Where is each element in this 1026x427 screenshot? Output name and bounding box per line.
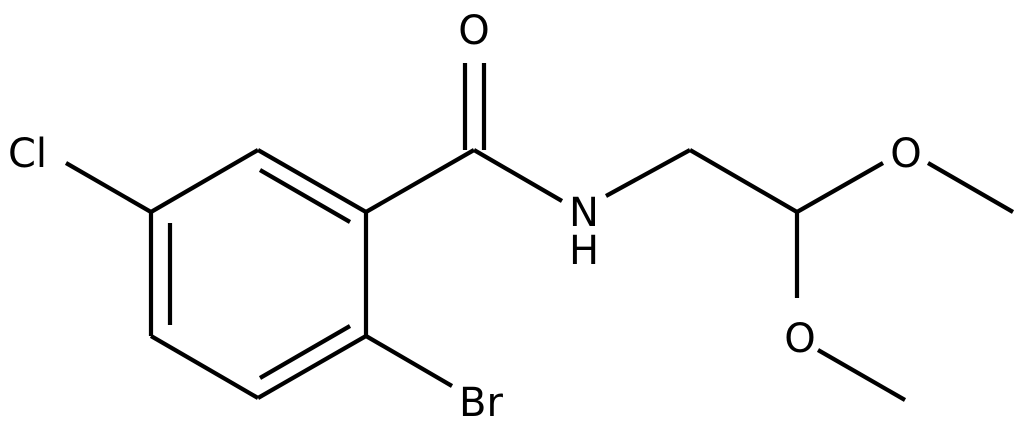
ring-carbonyl-bond [364, 148, 476, 214]
carbonyl-n-bond [472, 148, 564, 203]
c-br-bond [364, 334, 454, 388]
n-ch2-bond [604, 148, 692, 198]
methoxy-oxygen-lower-label: O [784, 316, 815, 362]
benzene-ring [148, 148, 369, 400]
ring-bond [149, 148, 260, 214]
ring-bond [256, 334, 368, 400]
ring-inner-double-bond [258, 324, 352, 380]
ch2-ch-bond [688, 148, 799, 214]
c-cl-bond [64, 161, 153, 214]
o-methyl-lower-bond [816, 348, 907, 402]
nitrogen-label: N [569, 190, 599, 236]
ch-o-bond [795, 161, 885, 214]
chlorine-label: Cl [8, 131, 47, 177]
carbonyl-oxygen-label: O [458, 8, 489, 54]
bromine-label: Br [459, 380, 503, 426]
ring-inner-double-bond [258, 168, 352, 224]
ring-bond [149, 334, 260, 400]
ring-bond [256, 148, 368, 214]
nh-hydrogen-label: H [569, 228, 599, 274]
o-methyl-bond [926, 161, 1015, 214]
methoxy-oxygen-upper-label: O [890, 131, 921, 177]
